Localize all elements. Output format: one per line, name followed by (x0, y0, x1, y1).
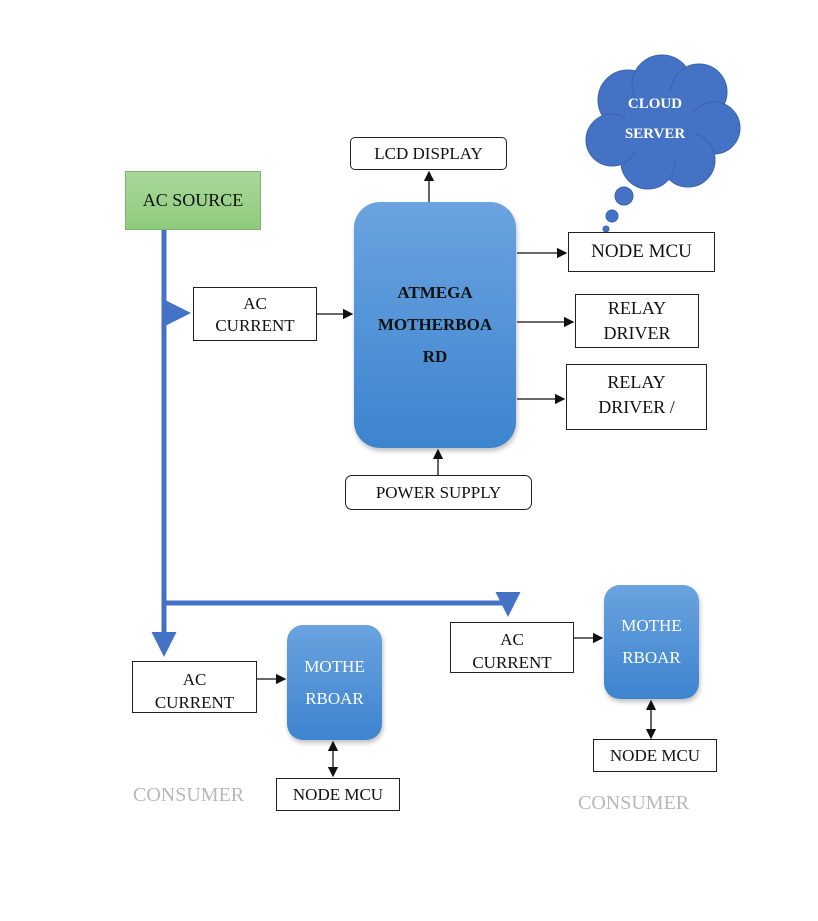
power-supply-box: POWER SUPPLY (345, 475, 532, 510)
right-ac-current-line2: CURRENT (472, 653, 552, 672)
relay-driver-box-1: RELAY DRIVER (575, 294, 699, 348)
main-node-mcu-label: NODE MCU (591, 241, 692, 262)
relay2-line1: RELAY (607, 372, 666, 392)
right-motherboard-line1: MOTHE (621, 616, 682, 635)
ac-source-label: AC SOURCE (142, 190, 244, 210)
cloud-icon (585, 54, 741, 233)
left-motherboard-line1: MOTHE (304, 656, 365, 676)
right-node-mcu-box: NODE MCU (593, 739, 717, 772)
ac-current-line1: AC (243, 294, 267, 313)
left-motherboard-line2: RBOAR (305, 688, 364, 708)
right-ac-current-line1: AC (500, 630, 524, 649)
power-bus (151, 230, 521, 657)
relay1-line1: RELAY (607, 298, 667, 318)
right-motherboard: MOTHE RBOAR (604, 585, 699, 699)
ac-source-box: AC SOURCE (125, 171, 261, 230)
relay2-line2: DRIVER / (598, 397, 675, 417)
cloud-label-line2: SERVER (624, 126, 686, 142)
main-ac-current-box: AC CURRENT (193, 287, 317, 341)
cloud-label-line1: CLOUD (627, 96, 683, 112)
right-node-mcu-label: NODE MCU (609, 745, 701, 765)
relay1-line2: DRIVER (603, 323, 671, 343)
main-node-mcu-box: NODE MCU (568, 232, 715, 272)
left-motherboard: MOTHE RBOAR (287, 625, 382, 740)
atmega-motherboard: ATMEGA MOTHERBOA RD (354, 202, 516, 448)
lcd-display-box: LCD DISPLAY (350, 137, 507, 170)
lcd-display-label: LCD DISPLAY (374, 143, 483, 163)
right-ac-current-box: AC CURRENT (450, 622, 574, 673)
motherboard-line3: RD (422, 347, 448, 366)
left-node-mcu-label: NODE MCU (292, 784, 384, 804)
relay-driver-box-2: RELAY DRIVER / (566, 364, 707, 430)
ac-current-line2: CURRENT (215, 316, 295, 335)
left-consumer-label: CONSUMER (133, 784, 245, 806)
left-ac-current-box: AC CURRENT (132, 661, 257, 713)
power-supply-label: POWER SUPPLY (375, 482, 502, 502)
left-ac-current-line2: CURRENT (154, 693, 235, 712)
right-motherboard-line2: RBOAR (622, 648, 681, 667)
right-consumer-label: CONSUMER (578, 792, 690, 814)
motherboard-line2: MOTHERBOA (377, 315, 493, 334)
motherboard-line1: ATMEGA (397, 283, 473, 302)
cloud-server-label: CLOUD SERVER (610, 96, 700, 143)
left-ac-current-line1: AC (182, 670, 207, 689)
left-node-mcu-box: NODE MCU (276, 778, 400, 811)
